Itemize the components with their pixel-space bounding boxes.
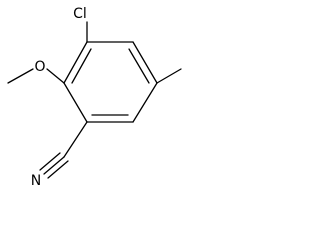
bond-c3-nitrile-carbon [63,121,88,158]
oxygen-atom-label: O [34,59,45,75]
ring-bond-c5-c6 [132,41,158,84]
bond-c2-oxygen [46,68,65,84]
ring-bond-c4-c5 [132,82,158,123]
triple-bond-line-1 [43,156,65,175]
benzene-ring [63,41,158,123]
nitrogen-atom-label: N [31,173,41,189]
triple-bond-line-2 [39,152,61,171]
ring-double-bond-c1-c2 [71,48,92,84]
nitrile-group [39,121,88,179]
ring-bond-c1-c2 [63,41,88,84]
bond-oxygen-methyl [7,68,34,84]
chemical-structure-diagram: Cl O N [7,6,182,189]
triple-bond-line-3 [47,160,69,179]
ring-double-bond-c5-c6 [128,48,150,84]
ring-bond-c2-c3 [63,82,88,123]
bond-c5-methyl [156,68,182,84]
chlorine-atom-label: Cl [73,6,87,22]
